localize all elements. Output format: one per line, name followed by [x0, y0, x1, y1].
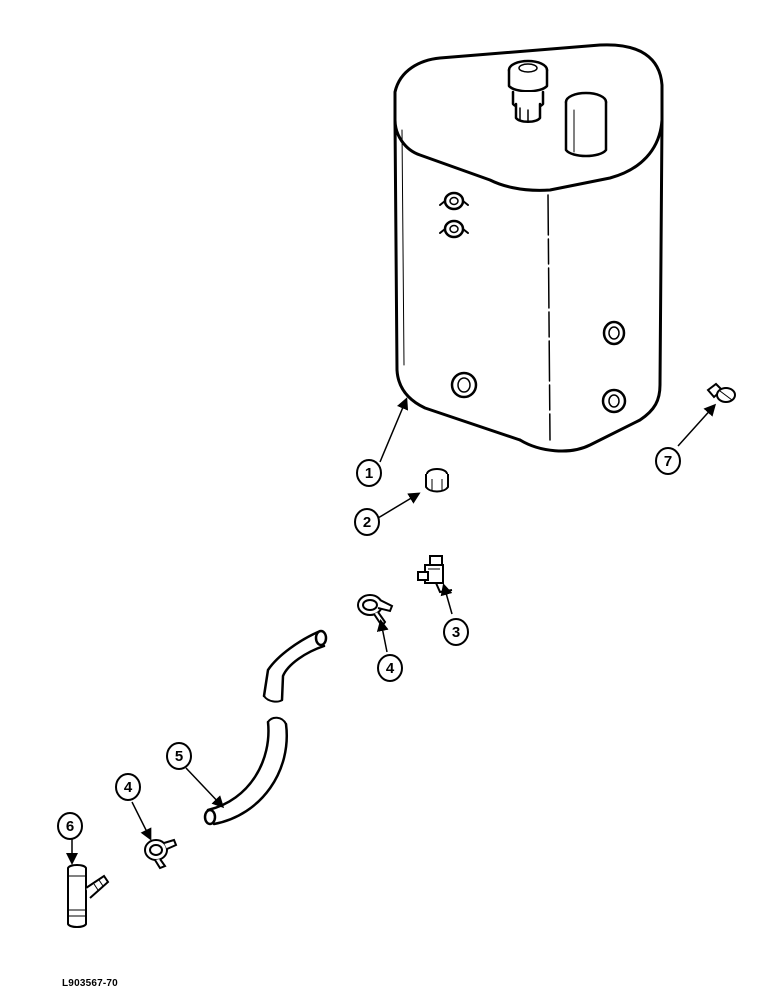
- figure-id-label: L903567-70: [62, 978, 118, 989]
- callout-3-label: 3: [452, 624, 460, 641]
- callout-1-label: 1: [365, 465, 373, 482]
- tank-left-face: [393, 118, 522, 442]
- callout-3: 3: [443, 618, 469, 646]
- hose-part: [203, 629, 328, 826]
- tank-edge-highlight: [401, 129, 405, 366]
- leader-4-upper: [376, 619, 389, 653]
- callout-4-upper-label: 4: [386, 660, 395, 677]
- port-right-upper: [602, 320, 626, 346]
- hose-clamp-lower-part: [144, 838, 178, 870]
- callout-1: 1: [356, 459, 382, 487]
- plug-part: [425, 468, 449, 493]
- callout-5: 5: [166, 742, 192, 770]
- plug-small-part: [706, 382, 736, 403]
- callout-2-label: 2: [363, 514, 371, 531]
- leader-1: [379, 397, 409, 463]
- leader-7: [677, 403, 717, 447]
- callout-7: 7: [655, 447, 681, 475]
- leader-3: [440, 583, 453, 615]
- tank: [393, 43, 664, 453]
- leader-5: [185, 767, 225, 809]
- port-right-lower: [601, 388, 627, 414]
- filler-neck: [564, 91, 608, 158]
- callout-5-label: 5: [175, 748, 183, 765]
- filler-cap: [507, 59, 549, 123]
- callout-4-lower-label: 4: [124, 779, 133, 796]
- port-left-lower: [450, 371, 478, 399]
- leader-2: [377, 492, 421, 519]
- side-port-upper-2: [439, 219, 469, 239]
- callout-6-label: 6: [66, 818, 74, 835]
- side-port-upper-1: [439, 191, 469, 211]
- callout-7-label: 7: [664, 453, 672, 470]
- tee-fitting-part: [67, 864, 110, 928]
- leader-4-lower: [131, 801, 152, 841]
- callout-4-upper: 4: [377, 654, 403, 682]
- tank-bottom-edge: [518, 118, 664, 453]
- tank-seam: [547, 194, 551, 441]
- elbow-fitting-part: [417, 555, 453, 594]
- callout-4-lower: 4: [115, 773, 141, 801]
- callout-2: 2: [354, 508, 380, 536]
- callout-6: 6: [57, 812, 83, 840]
- hose-clamp-upper-part: [357, 594, 394, 628]
